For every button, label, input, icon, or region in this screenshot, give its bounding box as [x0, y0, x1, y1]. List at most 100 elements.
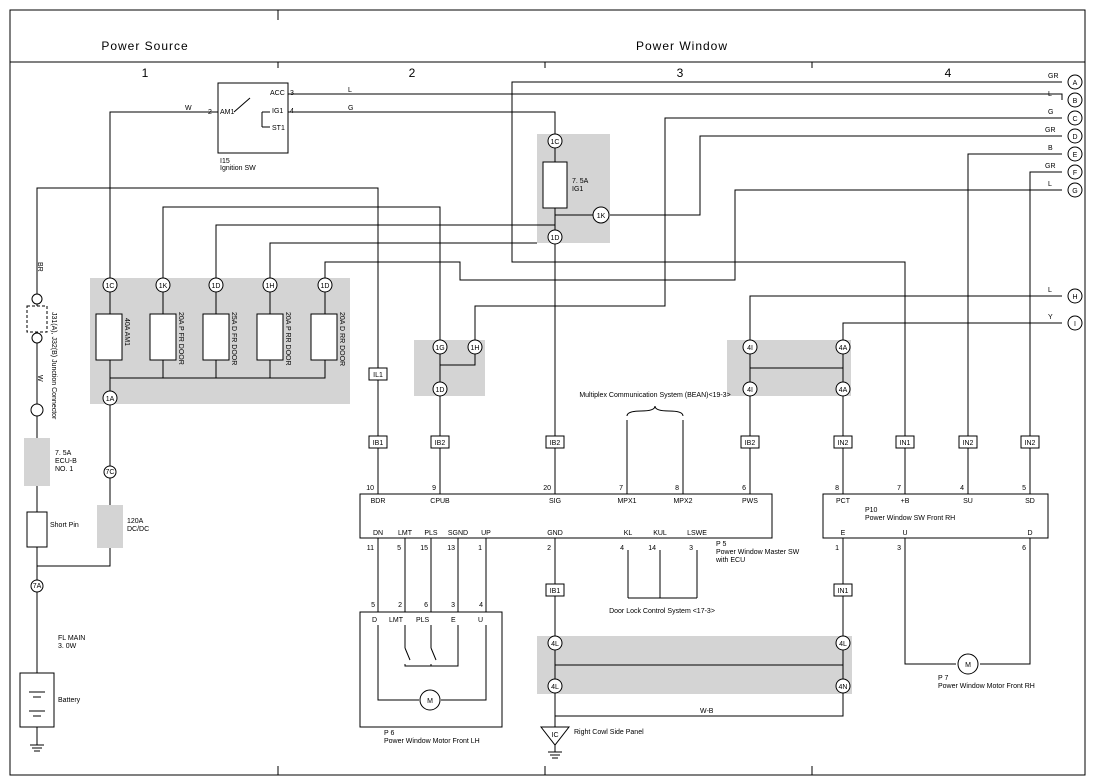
term: PCT: [836, 498, 851, 505]
ref-wire: G: [1048, 109, 1053, 116]
column-number: 3: [677, 66, 684, 80]
term: LSWE: [687, 530, 707, 537]
connector-label: 4L: [839, 641, 847, 648]
battery: [19, 672, 55, 728]
ref-circle-f: [1067, 164, 1083, 180]
pin: 4: [479, 602, 483, 609]
connector-label: 1H: [471, 345, 480, 352]
pin: 14: [648, 545, 656, 552]
ignition-sw-code: I15: [220, 158, 230, 165]
fuse-am1: [95, 313, 123, 361]
ref-wire: B: [1048, 145, 1053, 152]
bus: [109, 360, 326, 379]
wire-br-mid: [215, 224, 555, 278]
switch: [404, 647, 411, 661]
fuse-ecu-b: [24, 438, 50, 486]
term: SU: [963, 498, 973, 505]
motor-lh-symbol: [419, 689, 441, 711]
term: E: [841, 530, 846, 537]
connector-7c: [103, 465, 117, 479]
ref-letter: F: [1073, 170, 1077, 177]
wire-br-top: [36, 187, 379, 368]
wire: [441, 625, 487, 701]
connector-7: [30, 403, 44, 417]
pin: 3: [897, 545, 901, 552]
wire-label: G: [348, 105, 353, 112]
term: KUL: [653, 530, 667, 537]
connector-label: 4I: [747, 345, 753, 352]
term: D: [1027, 530, 1032, 537]
master-sw-sub: with ECU: [715, 557, 745, 564]
connector-label: 1D: [321, 283, 330, 290]
wire-label: W-B: [700, 708, 714, 715]
term: SD: [1025, 498, 1035, 505]
wire: [377, 625, 419, 701]
fuse-label: 20A D RR DOOR: [338, 312, 345, 366]
wire-label: W: [36, 375, 43, 382]
connector-label: 4L: [551, 641, 559, 648]
connector-label: IN2: [963, 440, 974, 447]
header-power-window: Power Window: [636, 39, 728, 53]
wire-label: BR: [36, 262, 43, 272]
fuse-ig1-rating: 7. 5A: [572, 178, 589, 185]
term: PLS: [424, 530, 438, 537]
ref: [288, 93, 1063, 100]
ref-wire: GR: [1045, 127, 1056, 134]
wire: [980, 538, 1031, 665]
ig-term-acc: ACC: [270, 90, 285, 97]
connector-label: 1A: [106, 396, 115, 403]
ref-wire: L: [1048, 181, 1052, 188]
door-lock-note: Door Lock Control System <17-3>: [609, 608, 715, 615]
ref-letter: A: [1073, 80, 1078, 87]
pin: 8: [675, 485, 679, 492]
pin: 3: [451, 602, 455, 609]
connector-label: IB2: [745, 440, 756, 447]
fuse-ecu-b-name: ECU-B: [55, 458, 77, 465]
connector-label: IB1: [550, 588, 561, 595]
ref-circle-i: [1067, 315, 1083, 331]
wire-ig1: [288, 111, 556, 134]
fuse-ig1-name: IG1: [572, 186, 583, 193]
term: SGND: [448, 530, 468, 537]
connector-label: 1D: [551, 235, 560, 242]
connector-label: IN2: [838, 440, 849, 447]
connector-label: 4I: [747, 387, 753, 394]
ignition-switch: [217, 82, 289, 154]
pin: 8: [835, 485, 839, 492]
jc-pin-a: [31, 332, 43, 344]
connector-label: 7C: [106, 469, 115, 476]
ref-circle-d: [1067, 128, 1083, 144]
fuse-p-rr-door: [256, 313, 284, 361]
connector-label: 1H: [266, 283, 275, 290]
wire-ref-h: [749, 295, 1062, 340]
ground-code: IC: [552, 732, 559, 739]
ignition-sw-name: Ignition SW: [220, 165, 256, 172]
wire-ref-f: [1029, 171, 1062, 436]
connector-label: IN1: [838, 588, 849, 595]
pin: 2: [398, 602, 402, 609]
junction-name: J31(A), J32(B) Junction Connector: [50, 312, 57, 420]
column-number: 2: [409, 66, 416, 80]
connector-label: 1C: [551, 139, 560, 146]
fuse-ecu-b-sub: NO. 1: [55, 466, 73, 473]
pin: 6: [424, 602, 428, 609]
junction-block-fuses: 40A AM1 20A P FR DOOR 25A D FR DOOR 20A …: [95, 312, 345, 392]
fl-main-name: FL MAIN: [58, 635, 85, 642]
ref-circle-a: [1067, 74, 1083, 90]
term: D: [372, 617, 377, 624]
pin: 6: [742, 485, 746, 492]
wire-gr-mid: [269, 242, 537, 278]
brace: [626, 405, 684, 417]
ref-circle-c: [1067, 110, 1083, 126]
fuse-d-rr-door: [310, 313, 338, 361]
pin: 1: [835, 545, 839, 552]
rh-sw-code: P10: [865, 507, 878, 514]
connector-label: 1D: [212, 283, 221, 290]
ref-circle-g: [1067, 182, 1083, 198]
connector-label: 1K: [597, 213, 606, 220]
fuse-ig1: [542, 161, 568, 209]
ref-circle-h: [1067, 288, 1083, 304]
term: PLS: [416, 617, 430, 624]
connector-label: IL1: [373, 372, 383, 379]
ref-letter: I: [1074, 321, 1076, 328]
